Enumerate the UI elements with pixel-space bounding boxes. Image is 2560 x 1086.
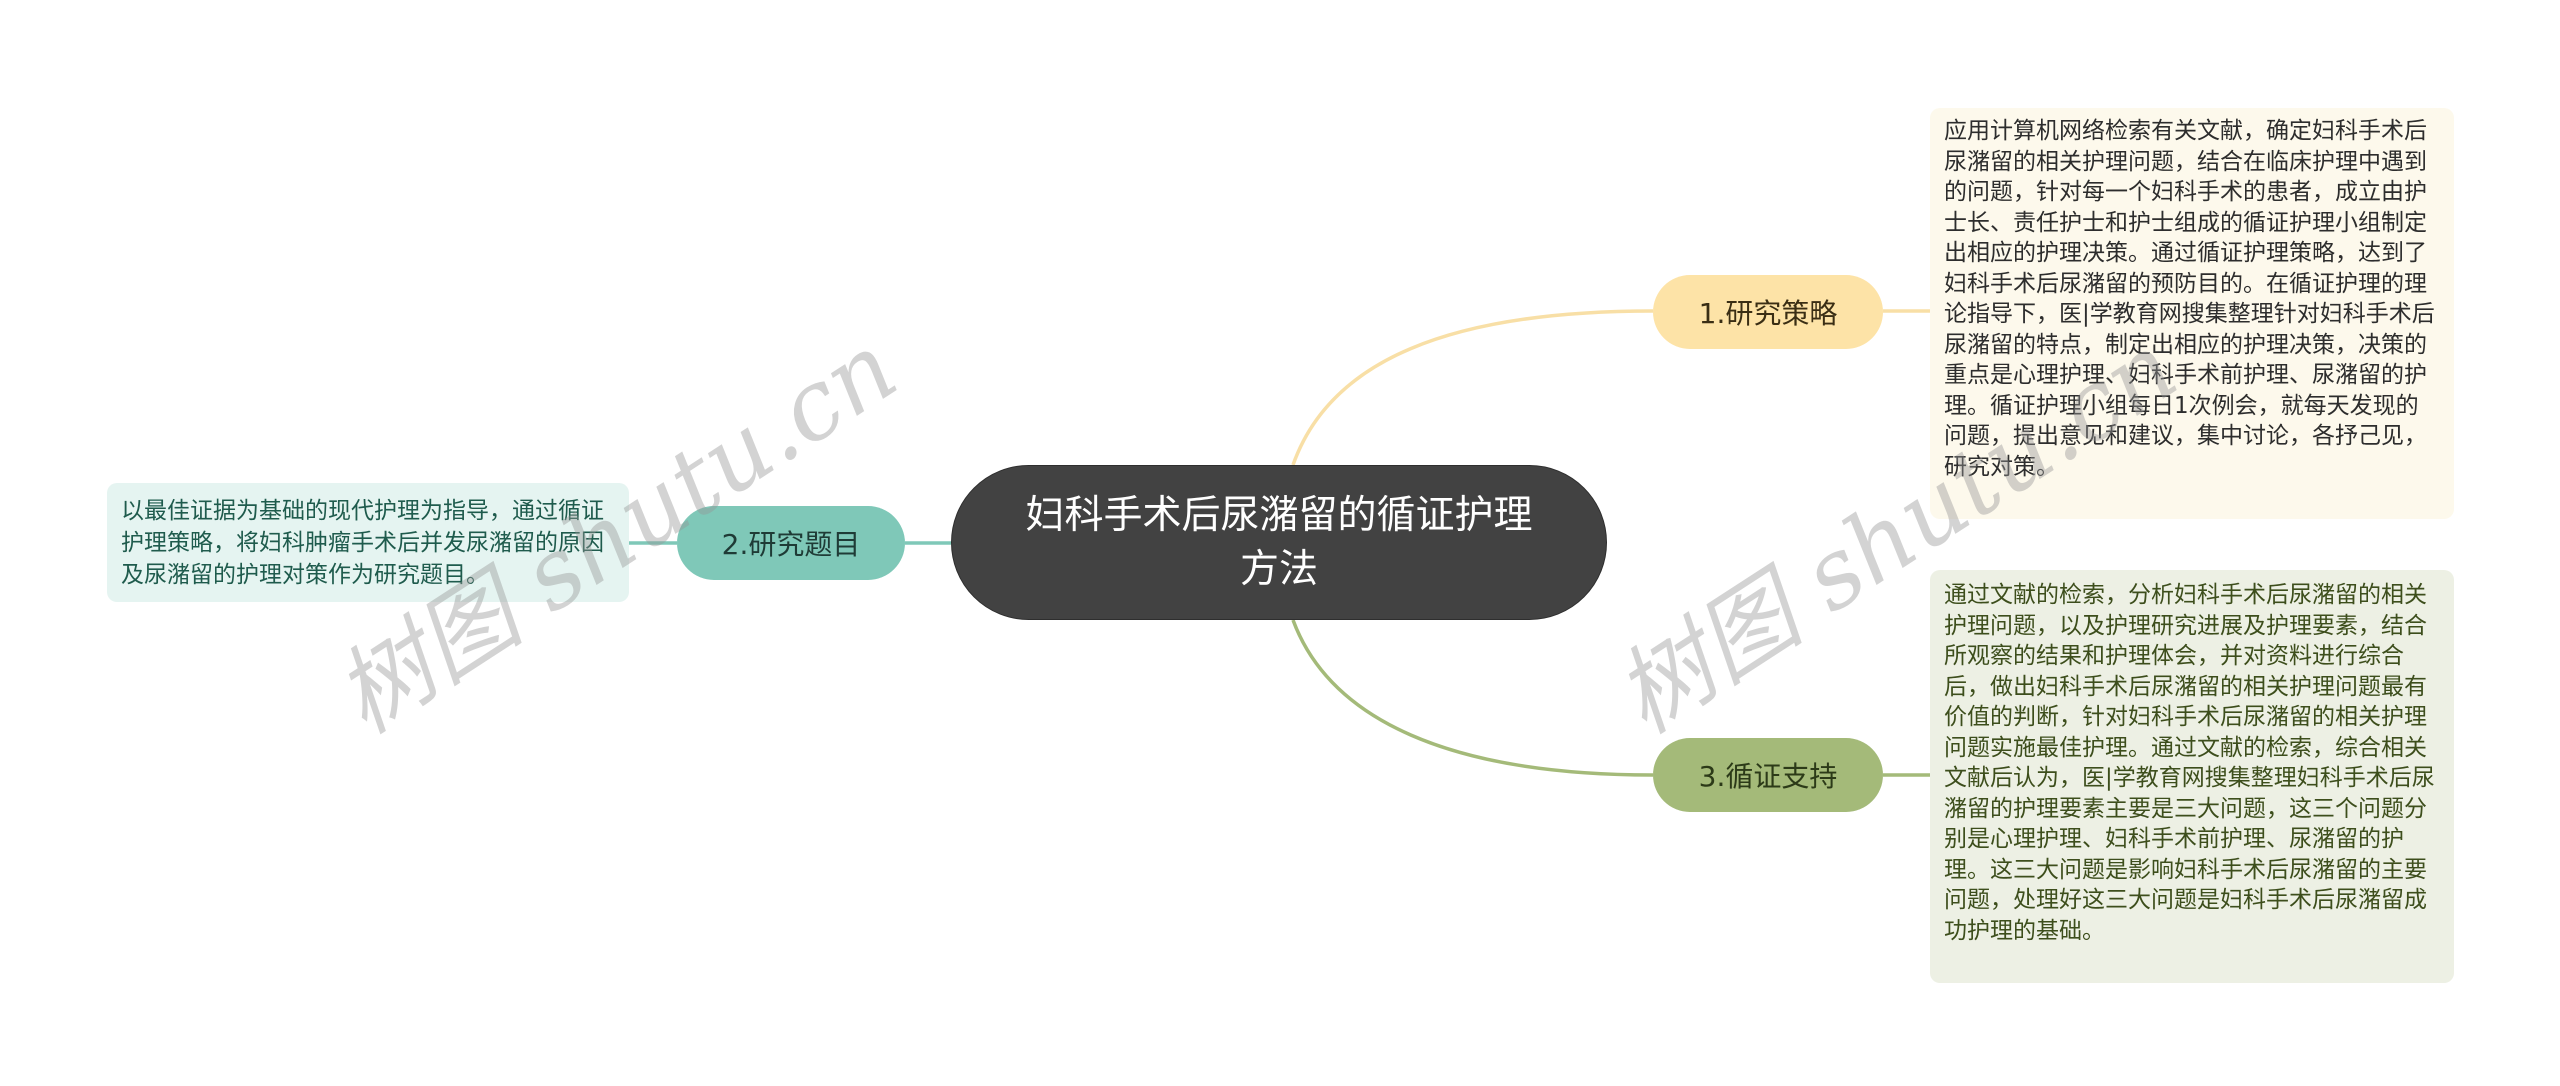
detail-text: 以最佳证据为基础的现代护理为指导，通过循证护理策略，将妇科肿瘤手术后并发尿潴留的… [121, 498, 604, 588]
detail-box-research-topic[interactable]: 以最佳证据为基础的现代护理为指导，通过循证护理策略，将妇科肿瘤手术后并发尿潴留的… [107, 483, 629, 602]
detail-box-research-strategy[interactable]: 应用计算机网络检索有关文献，确定妇科手术后尿潴留的相关护理问题，结合在临床护理中… [1930, 108, 2454, 519]
branch-node-evidence-support[interactable]: 3.循证支持 [1653, 738, 1883, 812]
branch-node-research-topic[interactable]: 2.研究题目 [677, 506, 905, 580]
detail-text: 通过文献的检索，分析妇科手术后尿潴留的相关护理问题，以及护理研究进展及护理要素，… [1944, 582, 2435, 944]
detail-box-evidence-support[interactable]: 通过文献的检索，分析妇科手术后尿潴留的相关护理问题，以及护理研究进展及护理要素，… [1930, 570, 2454, 983]
root-node-label: 妇科手术后尿潴留的循证护理方法 [1025, 492, 1533, 592]
branch-node-label: 3.循证支持 [1698, 760, 1838, 793]
connector-root-branch1 [1291, 309, 1654, 466]
branch-node-label: 2.研究题目 [721, 528, 861, 561]
branch-node-research-strategy[interactable]: 1.研究策略 [1653, 275, 1883, 349]
detail-text: 应用计算机网络检索有关文献，确定妇科手术后尿潴留的相关护理问题，结合在临床护理中… [1944, 118, 2435, 480]
connector-root-branch3 [1291, 619, 1654, 777]
branch-node-label: 1.研究策略 [1698, 297, 1838, 330]
root-node[interactable]: 妇科手术后尿潴留的循证护理方法 [951, 465, 1607, 620]
